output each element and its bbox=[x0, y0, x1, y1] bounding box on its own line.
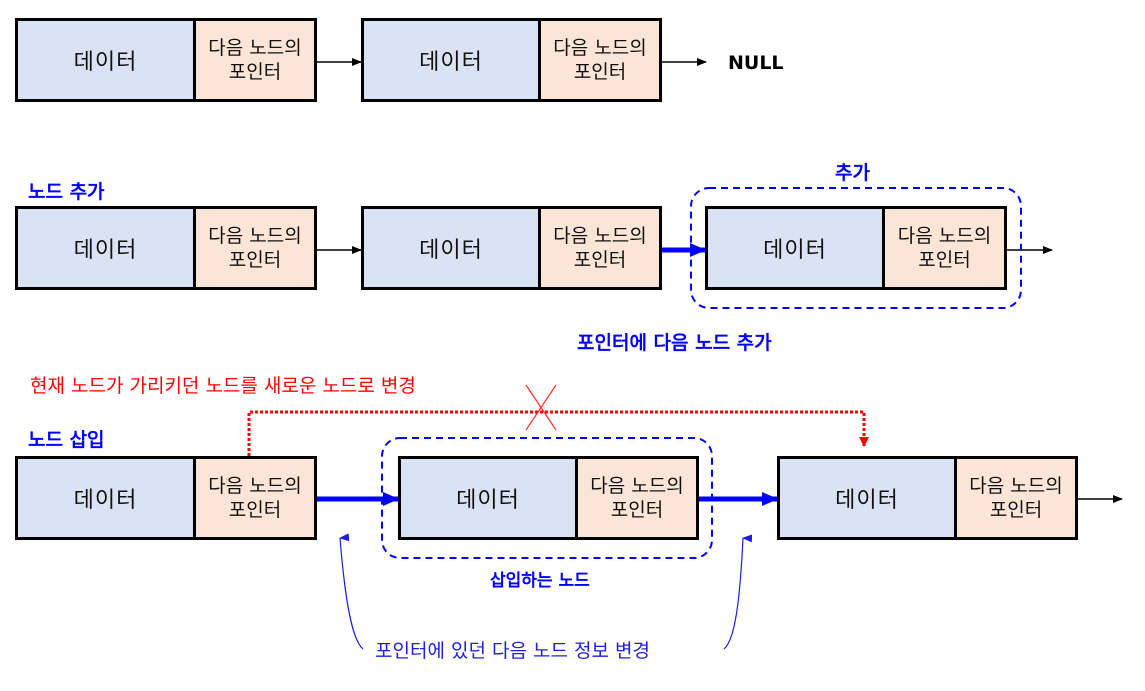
node-1-1: 데이터 다음 노드의 포인터 bbox=[15, 18, 317, 102]
node-pointer-field: 다음 노드의 포인터 bbox=[885, 209, 1004, 287]
node-3-3: 데이터 다음 노드의 포인터 bbox=[777, 456, 1078, 540]
node-pointer-field: 다음 노드의 포인터 bbox=[541, 21, 659, 99]
old-link-dotted-path bbox=[247, 410, 869, 456]
node-pointer-field: 다음 노드의 포인터 bbox=[957, 459, 1075, 537]
cross-mark-line-a bbox=[525, 384, 557, 431]
cross-mark-line-b bbox=[525, 384, 557, 431]
node-data-field: 데이터 bbox=[364, 209, 541, 287]
node-data-field: 데이터 bbox=[18, 459, 196, 537]
inserted-node-label: 삽입하는 노드 bbox=[490, 571, 590, 591]
section-title-insert: 노드 삽입 bbox=[28, 429, 105, 451]
red-note: 현재 노드가 가리키던 노드를 새로운 노드로 변경 bbox=[30, 375, 416, 397]
node-pointer-field: 다음 노드의 포인터 bbox=[196, 459, 314, 537]
node-data-field: 데이터 bbox=[18, 21, 196, 99]
node-3-1: 데이터 다음 노드의 포인터 bbox=[15, 456, 317, 540]
node-data-field: 데이터 bbox=[364, 21, 541, 99]
add-caption: 포인터에 다음 노드 추가 bbox=[577, 332, 772, 354]
node-pointer-field: 다음 노드의 포인터 bbox=[196, 209, 314, 287]
added-node-label: 추가 bbox=[835, 162, 870, 184]
node-1-2: 데이터 다음 노드의 포인터 bbox=[361, 18, 662, 102]
node-3-2-inserted: 데이터 다음 노드의 포인터 bbox=[398, 456, 699, 540]
bottom-note: 포인터에 있던 다음 노드 정보 변경 bbox=[375, 640, 650, 662]
callout-curve-left bbox=[339, 533, 364, 650]
node-pointer-field: 다음 노드의 포인터 bbox=[578, 459, 696, 537]
node-pointer-field: 다음 노드의 포인터 bbox=[541, 209, 659, 287]
node-data-field: 데이터 bbox=[401, 459, 578, 537]
node-2-3-added: 데이터 다음 노드의 포인터 bbox=[705, 206, 1007, 290]
node-data-field: 데이터 bbox=[18, 209, 196, 287]
node-data-field: 데이터 bbox=[780, 459, 957, 537]
node-pointer-field: 다음 노드의 포인터 bbox=[196, 21, 314, 99]
section-title-add: 노드 추가 bbox=[28, 181, 105, 203]
callout-curve-right bbox=[723, 534, 753, 650]
null-label: NULL bbox=[728, 52, 784, 74]
node-2-2: 데이터 다음 노드의 포인터 bbox=[361, 206, 662, 290]
node-2-1: 데이터 다음 노드의 포인터 bbox=[15, 206, 317, 290]
node-data-field: 데이터 bbox=[708, 209, 885, 287]
